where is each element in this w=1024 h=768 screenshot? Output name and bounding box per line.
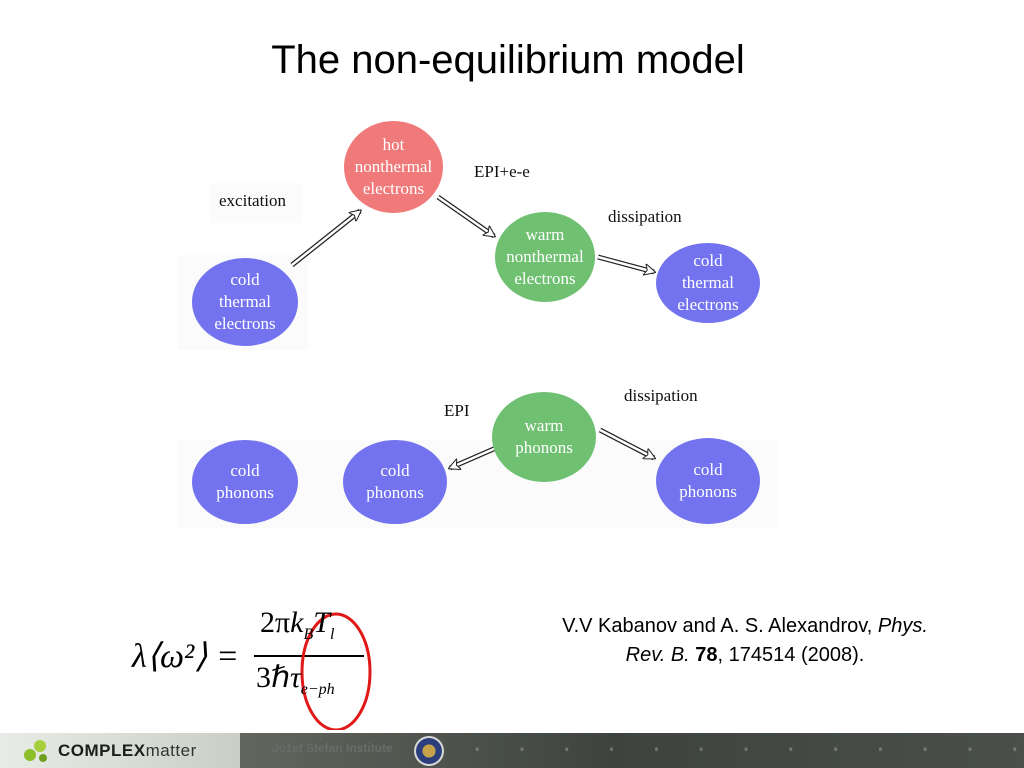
epi-ee-arrow: [436, 194, 494, 239]
node-cold-phonons-right: cold phonons: [656, 438, 760, 524]
label-epi-ee: EPI+e-e: [474, 162, 530, 181]
formula-denominator: 3ℏτe−ph: [256, 661, 335, 698]
footer-decoration: · · · · · · · · · · · · ·: [470, 737, 1024, 764]
node-warm-nonthermal-electrons: warm nonthermal electrons: [495, 212, 595, 302]
node-cold-thermal-electrons-left: cold thermal electrons: [192, 258, 298, 346]
node-hot-nonthermal-electrons: hot nonthermal electrons: [344, 121, 443, 213]
citation: V.V Kabanov and A. S. Alexandrov, Phys. …: [562, 615, 928, 666]
footer-banner: COMPLEXmatter Jožef Stefan Institute · ·…: [0, 733, 1024, 768]
node-cold-thermal-electrons-right: cold thermal electrons: [656, 243, 760, 323]
citation-journal: Phys. Rev. B.: [625, 615, 928, 666]
footer-institute: Jožef Stefan Institute: [272, 741, 393, 755]
dissipation-top-arrow: [597, 254, 654, 272]
label-epi: EPI: [444, 401, 470, 420]
excitation-arrow: [290, 209, 360, 267]
epi-arrow: [450, 445, 497, 471]
label-excitation: excitation: [219, 191, 287, 210]
page-title: The non-equilibrium model: [271, 38, 745, 82]
institute-seal-icon: [414, 736, 444, 766]
node-cold-phonons-left: cold phonons: [192, 440, 298, 524]
complexmatter-logo-icon: [24, 740, 47, 762]
footer-logo-text: COMPLEXmatter: [58, 741, 197, 760]
diagram-pane-excitation: [210, 183, 302, 223]
formula-lambda-omega: λ⟨ω²⟩ = 2πkBTl 3ℏτe−ph: [132, 600, 392, 730]
label-dissipation-top: dissipation: [608, 207, 682, 226]
footer-logo-area: COMPLEXmatter: [0, 733, 240, 768]
citation-authors: V.V Kabanov and A. S. Alexandrov,: [562, 615, 873, 637]
formula-lhs: λ⟨ω²⟩ =: [132, 638, 239, 675]
node-warm-phonons: warm phonons: [492, 392, 596, 482]
formula-numerator: 2πkBTl: [260, 606, 335, 643]
citation-volume: 78: [695, 644, 718, 666]
dissipation-bottom-arrow: [598, 427, 654, 461]
label-dissipation-bottom: dissipation: [624, 386, 698, 405]
citation-pages: 174514 (2008).: [728, 644, 865, 666]
node-cold-phonons-middle: cold phonons: [343, 440, 447, 524]
